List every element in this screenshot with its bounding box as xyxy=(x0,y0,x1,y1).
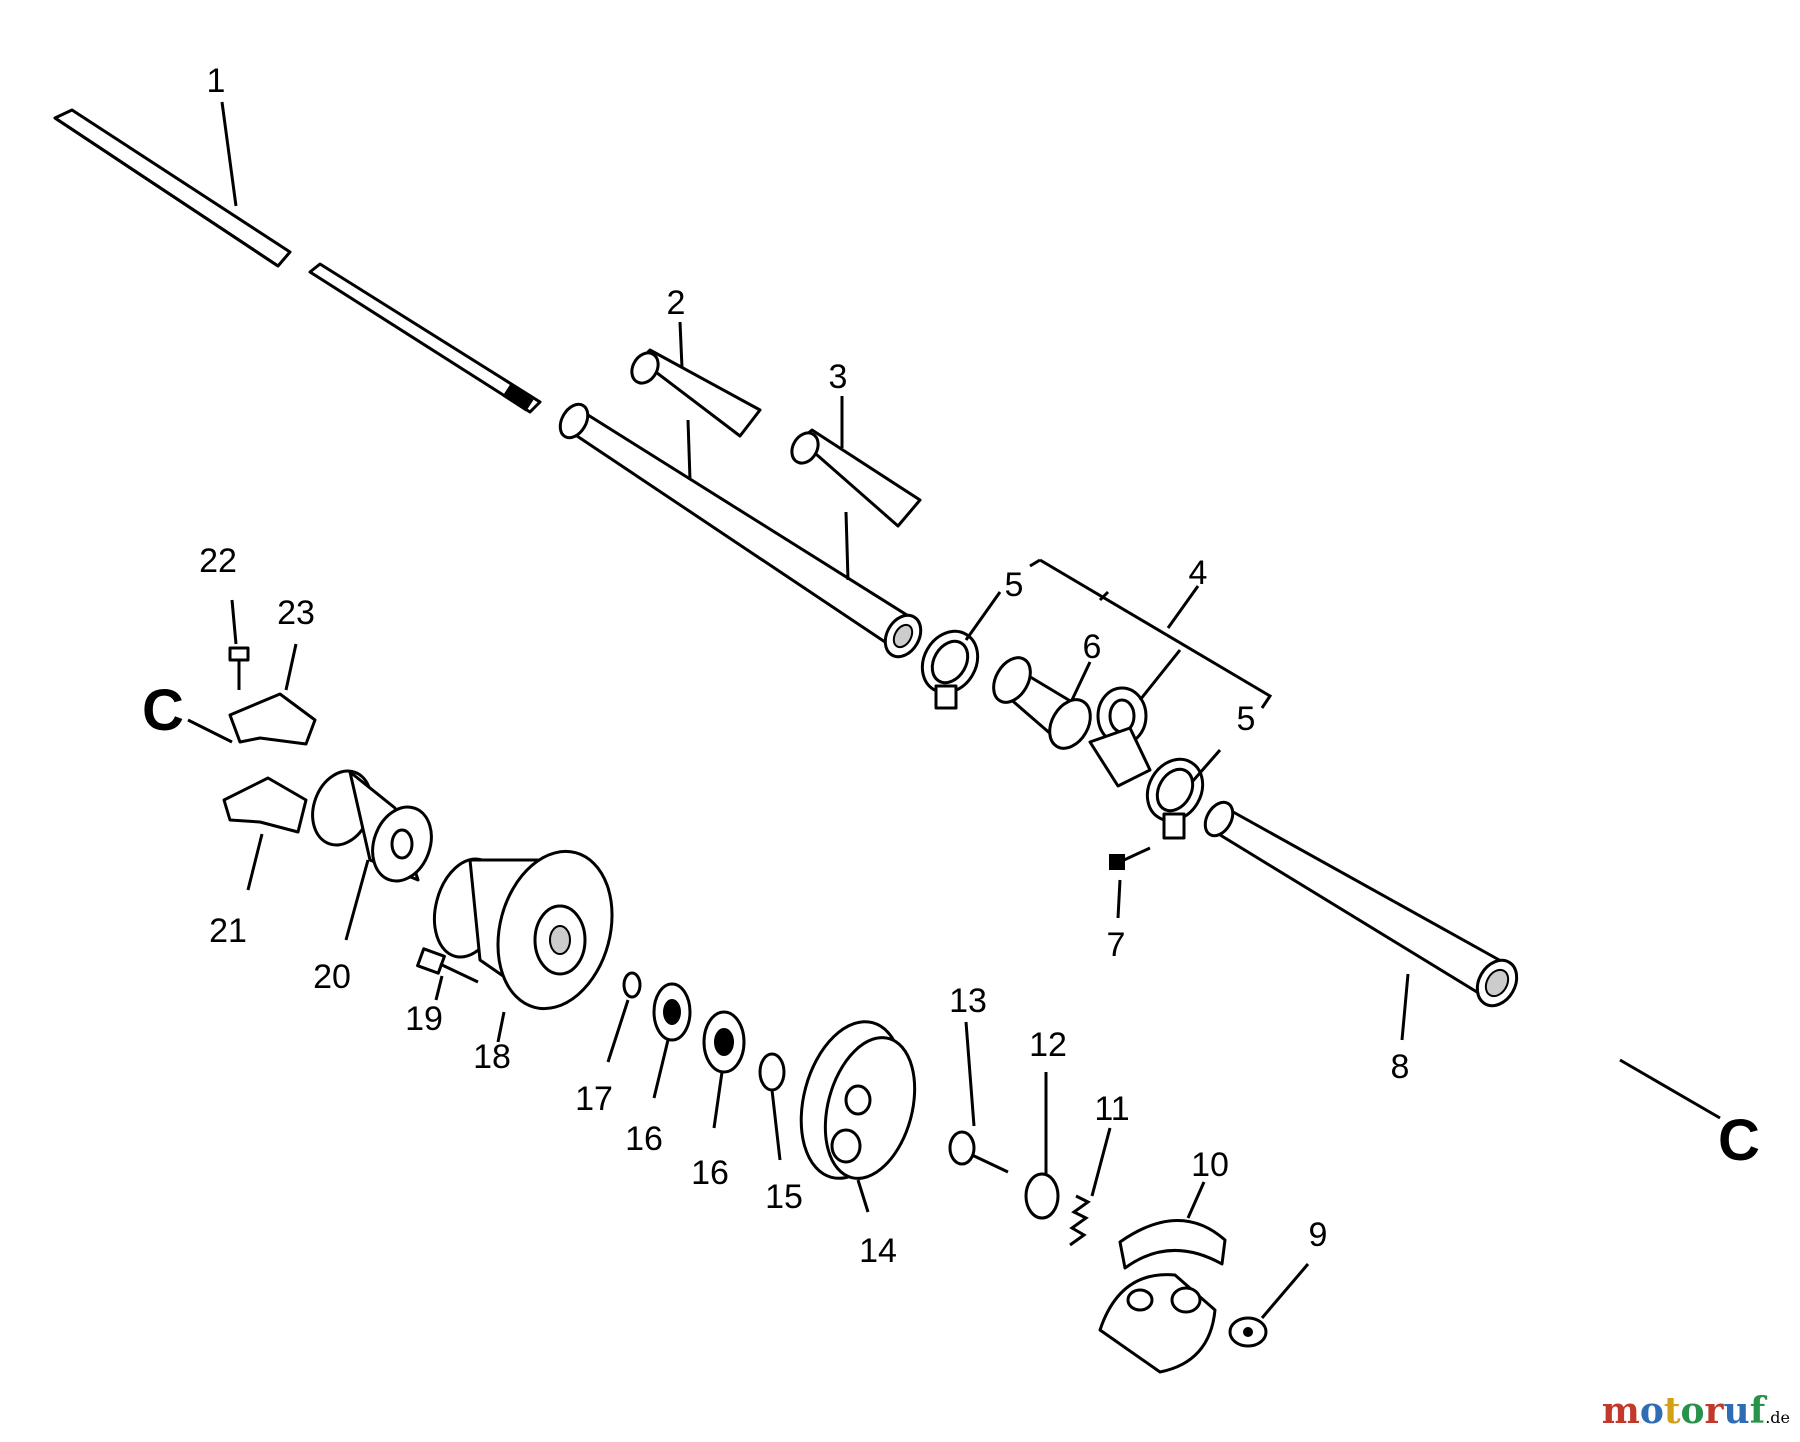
callout-10: 10 xyxy=(1191,1146,1229,1184)
part-clamp-half-23 xyxy=(228,692,317,746)
callout-22: 22 xyxy=(199,542,237,580)
part-clamp-5a xyxy=(920,629,980,710)
callout-18: 18 xyxy=(473,1038,511,1076)
part-bolt-7 xyxy=(1109,846,1151,870)
callout-5b: 5 xyxy=(1237,700,1256,738)
watermark-letter: m xyxy=(1601,1390,1640,1432)
callout-23: 23 xyxy=(277,594,315,632)
part-bearing-16a xyxy=(652,982,692,1042)
callout-20: 20 xyxy=(313,958,351,996)
part-snap-ring-15 xyxy=(758,1052,786,1092)
callout-17: 17 xyxy=(575,1080,613,1118)
callout-5a: 5 xyxy=(1005,566,1024,604)
callout-12: 12 xyxy=(1029,1026,1067,1064)
watermark-letter: u xyxy=(1723,1390,1750,1432)
callout-19: 19 xyxy=(405,1000,443,1038)
watermark-letter: r xyxy=(1704,1390,1724,1432)
watermark-logo: motoruf.de xyxy=(1602,1390,1790,1432)
part-main-tube xyxy=(558,402,923,659)
watermark-letter: o xyxy=(1639,1390,1664,1432)
part-clamp-4 xyxy=(1088,686,1152,788)
callout-16b: 16 xyxy=(691,1154,729,1192)
part-bushing-20 xyxy=(311,769,433,883)
part-housing-18 xyxy=(432,849,614,1011)
part-washer-17 xyxy=(622,971,642,999)
part-clamp-5b xyxy=(1145,757,1205,840)
callout-7: 7 xyxy=(1107,926,1126,964)
callout-13: 13 xyxy=(949,982,987,1020)
part-bolt-22 xyxy=(228,646,250,690)
callout-8: 8 xyxy=(1391,1048,1410,1086)
part-coupling-6 xyxy=(992,656,1092,750)
part-bolt-19 xyxy=(416,947,479,984)
callout-1: 1 xyxy=(207,62,226,100)
callout-2: 2 xyxy=(667,284,686,322)
watermark-tld: .de xyxy=(1765,1408,1790,1427)
part-sleeve-3 xyxy=(790,428,922,528)
part-washer-12 xyxy=(1024,1172,1060,1220)
part-lower-tube-8 xyxy=(1203,800,1519,1008)
callout-9: 9 xyxy=(1309,1216,1328,1254)
watermark-letter: t xyxy=(1663,1390,1681,1432)
leader-lines xyxy=(187,101,1721,1319)
part-washer-9 xyxy=(1228,1316,1268,1348)
part-bolt-13 xyxy=(948,1130,1009,1174)
part-drive-shaft xyxy=(53,108,542,414)
part-clamp-half-21 xyxy=(222,776,308,834)
callout-6: 6 xyxy=(1083,628,1102,666)
part-sleeve-2 xyxy=(630,348,762,438)
callout-16a: 16 xyxy=(625,1120,663,1158)
callout-4: 4 xyxy=(1189,554,1208,592)
part-clutch-shoes-10 xyxy=(1098,1219,1227,1374)
callout-21: 21 xyxy=(209,912,247,950)
callout-15: 15 xyxy=(765,1178,803,1216)
callout-11: 11 xyxy=(1094,1090,1129,1128)
part-spring-11 xyxy=(1069,1194,1091,1247)
watermark-letter: o xyxy=(1680,1390,1705,1432)
connector-c-left: C xyxy=(142,678,184,743)
connector-c-right: C xyxy=(1718,1108,1760,1173)
watermark-letter: f xyxy=(1749,1390,1766,1432)
callout-labels: 1 2 3 4 5 5 6 7 8 9 10 11 12 13 14 15 16… xyxy=(142,62,1760,1270)
part-clutch-drum-14 xyxy=(799,1020,917,1180)
callout-14: 14 xyxy=(859,1232,897,1270)
callout-3: 3 xyxy=(829,358,848,396)
part-bearing-16b xyxy=(702,1010,746,1074)
